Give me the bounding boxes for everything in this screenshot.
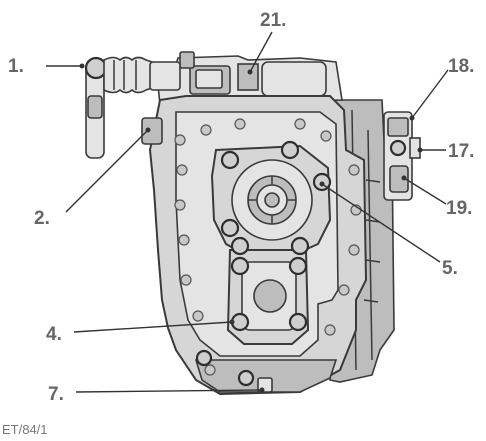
callout-1: 1. [8, 56, 24, 77]
leader-19 [403, 177, 447, 205]
leader-7 [75, 389, 263, 393]
leader-5 [321, 183, 441, 263]
callout-7: 7. [48, 384, 64, 405]
callout-2: 2. [34, 208, 50, 229]
casing-bolt-holes [174, 118, 362, 376]
leader-4 [73, 321, 233, 333]
leader-21 [249, 31, 273, 73]
shift-cylinder [261, 61, 327, 97]
callout-17: 17. [448, 141, 474, 162]
side-fitting [383, 111, 421, 201]
breather-fitting [141, 117, 163, 145]
callout-19: 19. [446, 198, 472, 219]
leader-2 [65, 129, 149, 213]
callout-5: 5. [442, 258, 458, 279]
flange-bolts [195, 140, 332, 387]
selector-lever-assembly [84, 56, 181, 159]
leader-18 [411, 69, 449, 119]
callout-labels: 1. 21. 18. 17. 19. 2. 5. 4. 7. [8, 10, 474, 405]
callout-4: 4. [46, 324, 62, 345]
leader-lines [46, 31, 449, 393]
callout-18: 18. [448, 56, 474, 77]
gearbox-illustration [84, 51, 421, 396]
callout-21: 21. [260, 10, 286, 31]
sump [194, 359, 338, 393]
figure-reference: ET/84/1 [2, 422, 48, 437]
